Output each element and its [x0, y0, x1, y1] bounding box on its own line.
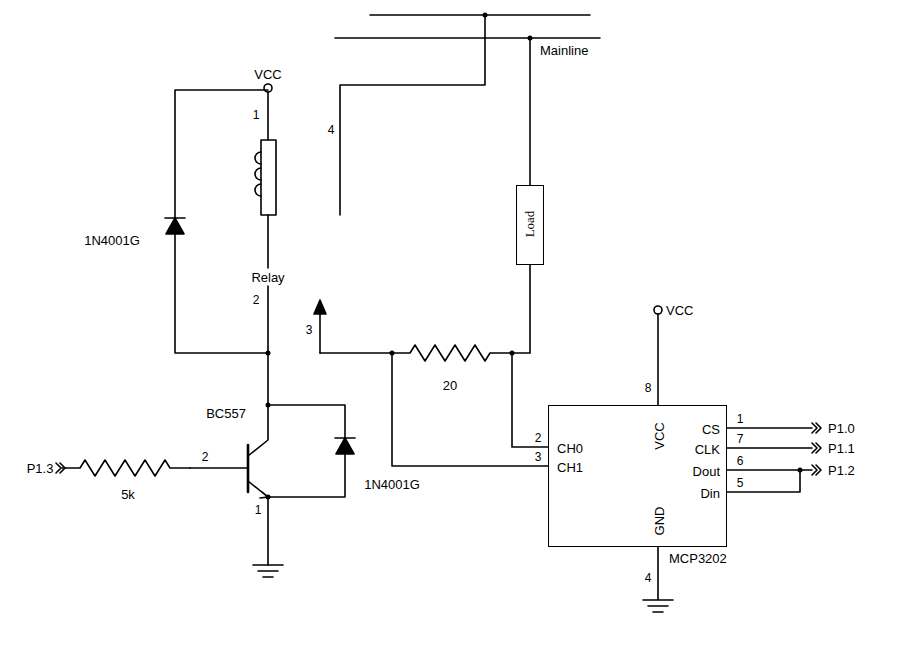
resistor-value: 5k	[121, 488, 135, 501]
pin-number: 2	[253, 294, 260, 306]
pin-number: 1	[255, 504, 262, 516]
chip-name: MCP3202	[669, 552, 727, 565]
vcc-wire	[657, 314, 659, 405]
signal-name: P1.2	[828, 464, 855, 477]
vcc-terminal	[654, 306, 662, 314]
junction-dot	[266, 495, 271, 500]
pin-name: GND	[653, 507, 666, 536]
load-label: Load	[523, 211, 536, 238]
resistor-symbol	[62, 460, 190, 476]
relay-wire	[267, 92, 269, 405]
pin-name: Dout	[693, 465, 720, 478]
spi-wire	[727, 428, 812, 492]
part-name: 1N4001G	[364, 478, 420, 491]
signal-name: P1.3	[27, 462, 54, 475]
pin-name: Din	[700, 487, 720, 500]
supply-label: VCC	[666, 304, 693, 317]
part-name: BC557	[206, 407, 246, 420]
relay-coil	[261, 140, 276, 215]
pin-name: CS	[702, 423, 720, 436]
pin-name: CLK	[695, 443, 720, 456]
pin-number: 6	[737, 455, 744, 467]
ground-symbol	[253, 565, 283, 577]
pin-number: 1	[253, 109, 260, 121]
base-wire	[190, 467, 248, 469]
junction-dot	[266, 351, 271, 356]
junction-dot	[390, 351, 395, 356]
pin-number: 3	[535, 451, 542, 463]
relay-contact	[340, 15, 485, 215]
pin-number: 7	[737, 433, 744, 445]
junction-dot	[266, 403, 271, 408]
diode-wire	[268, 405, 345, 497]
sense-wire	[320, 352, 390, 354]
coil-windings	[255, 152, 261, 196]
pin-number: 8	[645, 382, 652, 394]
adc-chip: CH0CH1VCCCSCLKDoutDinGNDMCP3202	[548, 405, 727, 547]
part-name: 1N4001G	[84, 234, 140, 247]
resistor-symbol	[390, 345, 512, 361]
relay-contact	[319, 312, 321, 353]
pin-name: VCC	[653, 422, 666, 449]
flyback-wire	[175, 90, 268, 353]
net-name: Mainline	[540, 44, 588, 57]
pin-number: 1	[737, 413, 744, 425]
pin-number: 4	[645, 572, 652, 584]
junction-dot	[798, 468, 803, 473]
part-name: Relay	[251, 271, 284, 284]
pin-number: 2	[535, 432, 542, 444]
load-wire	[529, 38, 531, 185]
pin-name: CH0	[557, 442, 583, 455]
pin-number: 3	[306, 324, 313, 336]
transistor-leads	[248, 405, 268, 565]
wire	[512, 265, 548, 447]
signal-name: P1.0	[828, 422, 855, 435]
mainline-wire	[335, 15, 600, 38]
junction-dot	[483, 13, 488, 18]
pin-name: CH1	[557, 461, 583, 474]
port-symbol	[56, 463, 65, 473]
load-box: Load	[516, 185, 544, 265]
ground-symbol	[643, 547, 673, 612]
junction-dot	[528, 36, 533, 41]
ch1-wire	[392, 353, 548, 466]
pin-number: 2	[202, 451, 209, 463]
diode-symbol	[336, 438, 354, 454]
port-symbol	[812, 423, 821, 475]
pin-number: 4	[328, 124, 335, 136]
pin-number: 5	[737, 477, 744, 489]
supply-label: VCC	[254, 68, 281, 81]
diode-symbol	[166, 218, 184, 234]
resistor-value: 20	[443, 379, 457, 392]
contact-arrow	[314, 300, 326, 314]
signal-name: P1.1	[828, 442, 855, 455]
